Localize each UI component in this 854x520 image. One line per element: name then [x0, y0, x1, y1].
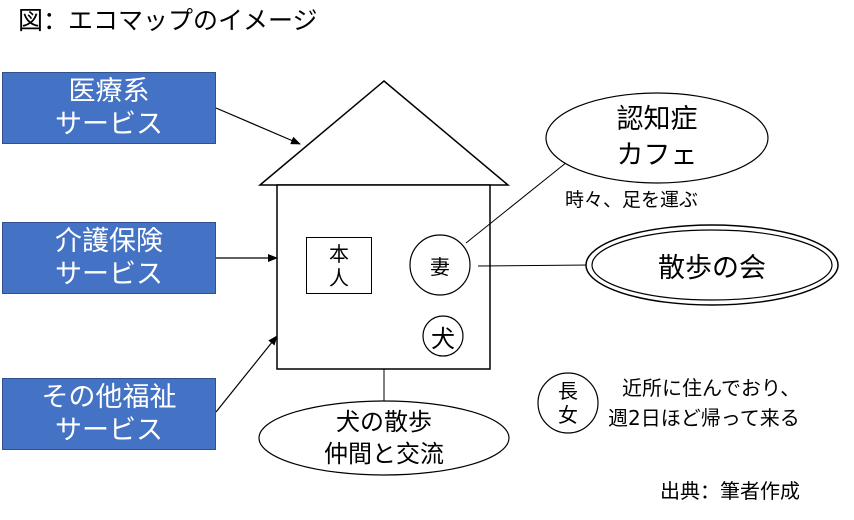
dementia-cafe-note: 時々、足を運ぶ — [565, 189, 699, 211]
source-note: 出典：筆者作成 — [660, 479, 800, 503]
walking-club-label: 散歩の会 — [658, 252, 766, 284]
eldest-daughter-label: 長 女 — [538, 373, 598, 433]
link-wife-to-cafe — [465, 157, 573, 244]
walking-club-label-container: 散歩の会 — [600, 245, 824, 285]
dog-friends-line1: 犬の散歩 — [336, 408, 432, 436]
wife-label: 妻 — [430, 254, 450, 279]
dog-label: 犬 — [431, 324, 455, 353]
house-roof — [257, 80, 511, 186]
wife-circle — [409, 234, 471, 296]
dementia-cafe-line2: カフェ — [616, 140, 698, 171]
medical-services-line2: サービス — [55, 109, 163, 140]
eldest-daughter-line2: 女 — [558, 403, 578, 427]
medical-services-box: 医療系 サービス — [2, 72, 216, 144]
care-insurance-services-line1: 介護保険 — [55, 226, 163, 257]
arrow-medical-to-house — [215, 107, 301, 145]
dog-friends-line2: 仲間と交流 — [324, 440, 444, 468]
self-label-line2: 人 — [329, 265, 349, 290]
other-welfare-services-line2: サービス — [55, 415, 163, 446]
dog-friends-ellipse — [258, 400, 510, 476]
care-insurance-services-box: 介護保険 サービス — [2, 222, 216, 294]
eldest-daughter-note: 近所に住んでおり、 週2日ほど帰って来る — [608, 373, 800, 433]
eldest-daughter-line1: 長 — [558, 379, 578, 403]
other-welfare-services-line1: その他福祉 — [41, 382, 177, 413]
dementia-cafe-label: 認知症 カフェ — [566, 100, 748, 176]
care-insurance-services-line2: サービス — [55, 259, 163, 290]
arrow-welfare-to-house — [215, 335, 278, 413]
dementia-cafe-ellipse — [545, 92, 769, 184]
link-wife-to-walking-club — [477, 264, 591, 267]
dog-label-container: 犬 — [423, 316, 463, 356]
self-box: 本 人 — [306, 237, 372, 294]
eldest-daughter-note-line1: 近所に住んでおり、 — [622, 376, 801, 400]
dementia-cafe-line1: 認知症 — [616, 104, 698, 135]
other-welfare-services-box: その他福祉 サービス — [2, 378, 216, 450]
medical-services-line1: 医療系 — [68, 76, 150, 107]
dog-circle — [422, 315, 464, 357]
eldest-daughter-circle — [537, 372, 599, 434]
eldest-daughter-note-line2: 週2日ほど帰って来る — [608, 406, 800, 430]
wife-label-container: 妻 — [410, 235, 470, 295]
self-label-line1: 本 — [329, 241, 349, 266]
walking-club-ellipse-inner — [591, 229, 833, 301]
figure-title: 図：エコマップのイメージ — [18, 6, 318, 35]
dog-friends-label: 犬の散歩 仲間と交流 — [294, 404, 474, 472]
